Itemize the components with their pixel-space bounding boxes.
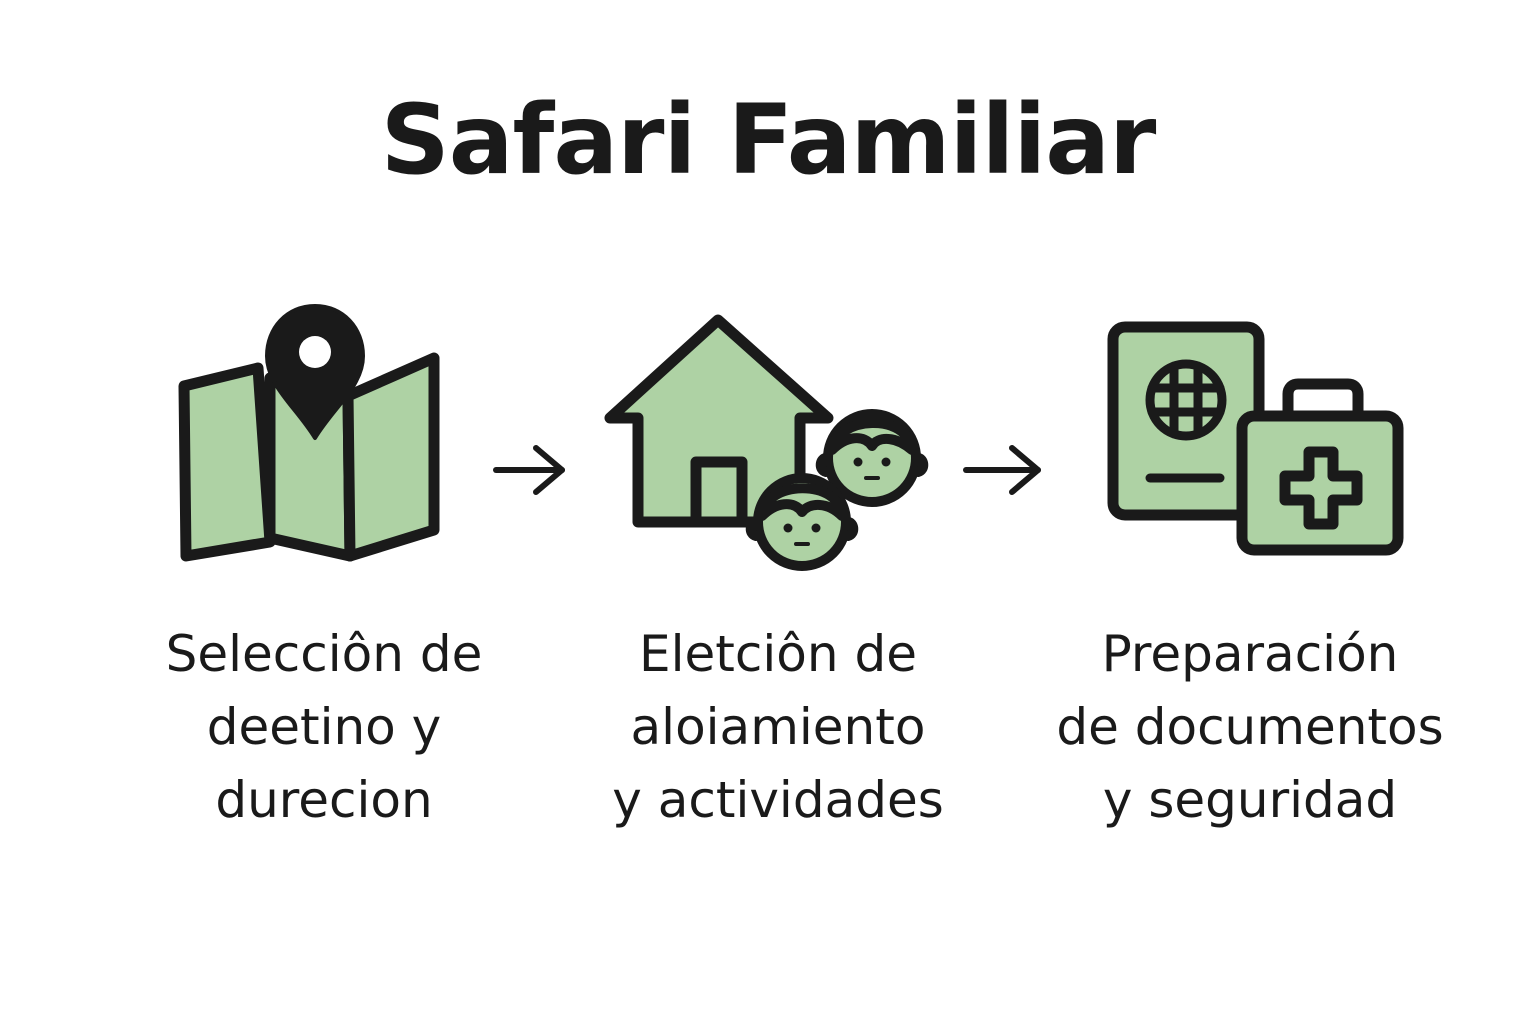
step-2-label: Eletciôn de aloiamiento y actividades [556,618,1000,837]
house-family-icon [596,312,932,574]
arrow-right-icon [490,442,570,498]
step-1-label-line: deetino y [206,698,442,756]
step-2-label-line: aloiamiento [630,698,926,756]
step-1-label-line: Selecciôn de [165,625,483,683]
step-3-label-line: Preparación [1101,625,1399,683]
map-pin-icon [172,298,448,568]
arrow-right-icon [960,442,1046,498]
step-3-label: Preparación de documentos y seguridad [1020,618,1480,837]
step-3-label-line: de documentos [1056,698,1444,756]
step-1-label: Selecciôn de deetino y durecion [104,618,544,837]
diagram-title: Safari Familiar [380,84,1157,196]
step-3-label-line: y seguridad [1102,771,1398,829]
step-1-label-line: durecion [215,771,433,829]
step-2-label-line: Eletciôn de [639,625,917,683]
step-2-label-line: y actividades [612,771,944,829]
passport-first-aid-icon [1104,318,1406,558]
